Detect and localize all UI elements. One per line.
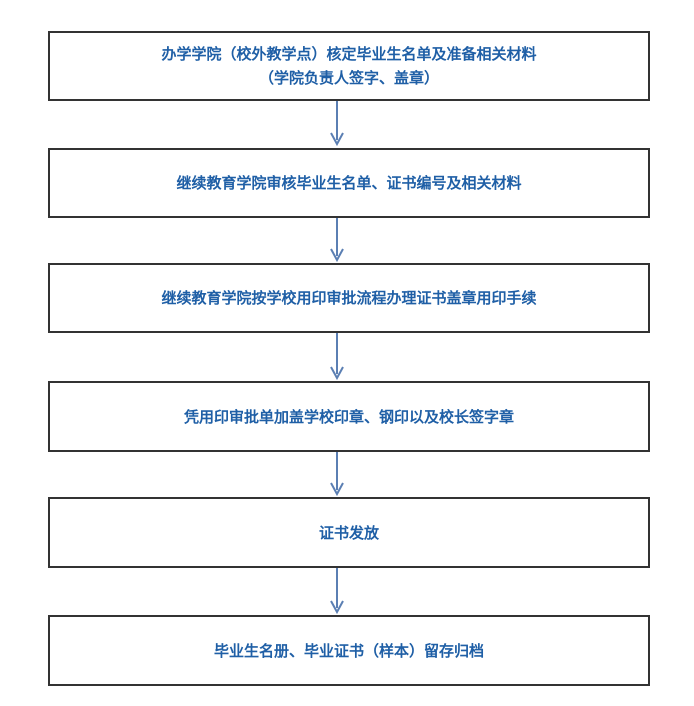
step-2-box: 继续教育学院审核毕业生名单、证书编号及相关材料 — [48, 148, 650, 218]
step-3-line-1: 继续教育学院按学校用印审批流程办理证书盖章用印手续 — [161, 289, 537, 307]
step-1-box: 办学学院（校外教学点）核定毕业生名单及准备相关材料 （学院负责人签字、盖章） — [48, 31, 650, 101]
step-3-box: 继续教育学院按学校用印审批流程办理证书盖章用印手续 — [48, 263, 650, 333]
step-1-line-1: 办学学院（校外教学点）核定毕业生名单及准备相关材料 — [161, 45, 537, 63]
arrow-3-to-4 — [330, 333, 344, 381]
step-1-line-2: （学院负责人签字、盖章） — [258, 69, 439, 87]
arrow-2-to-3 — [330, 218, 344, 263]
arrow-1-to-2 — [330, 101, 344, 147]
step-6-box: 毕业生名册、毕业证书（样本）留存归档 — [48, 615, 650, 686]
step-4-box: 凭用印审批单加盖学校印章、钢印以及校长签字章 — [48, 381, 650, 452]
step-5-box: 证书发放 — [48, 497, 650, 568]
step-4-line-1: 凭用印审批单加盖学校印章、钢印以及校长签字章 — [183, 407, 514, 426]
step-2-line-1: 继续教育学院审核毕业生名单、证书编号及相关材料 — [176, 174, 522, 192]
step-6-line-1: 毕业生名册、毕业证书（样本）留存归档 — [213, 641, 484, 660]
arrow-4-to-5 — [330, 452, 344, 497]
step-5-line-1: 证书发放 — [318, 523, 379, 542]
arrow-5-to-6 — [330, 568, 344, 615]
